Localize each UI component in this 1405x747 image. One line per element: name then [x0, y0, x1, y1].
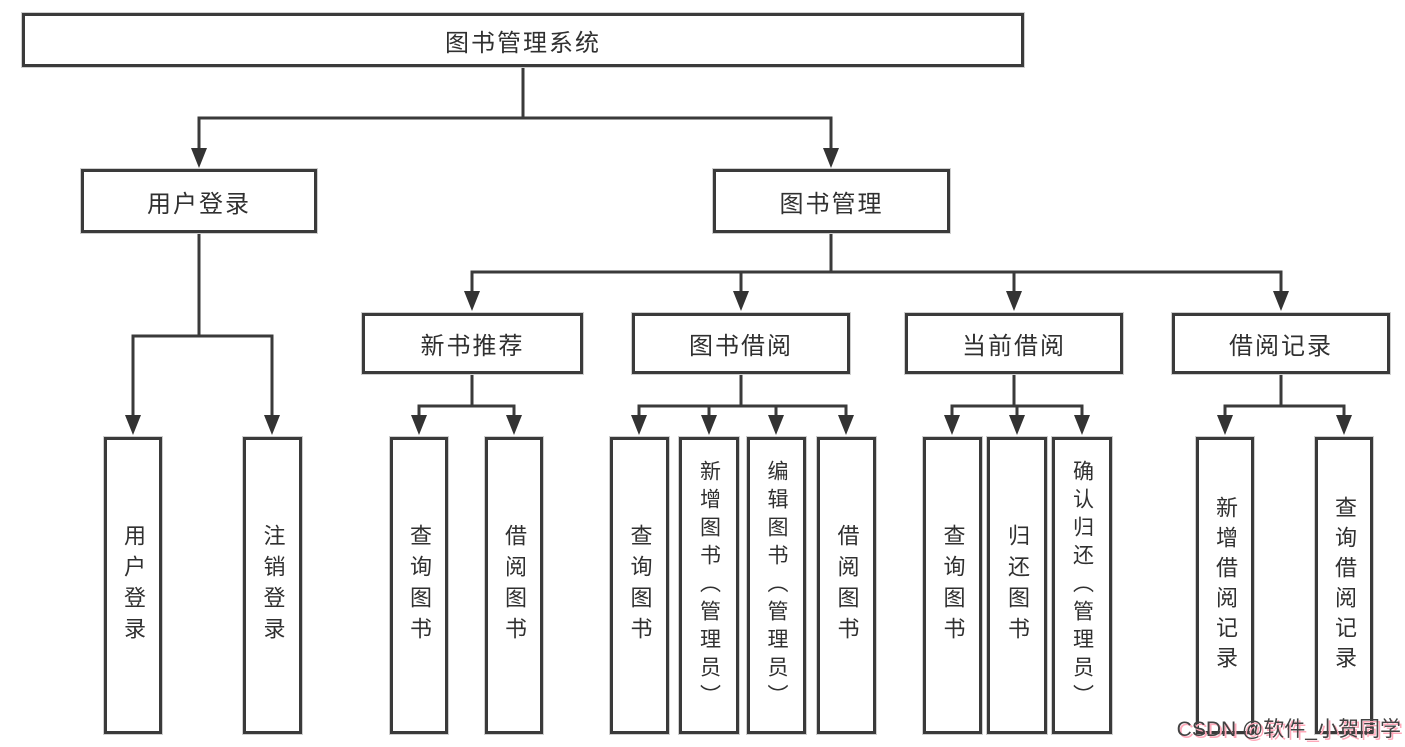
leaf-confirm-return-admin: 确认归还（管理员） — [1052, 437, 1112, 734]
leaf-edit-books-admin: 编辑图书（管理员） — [747, 437, 806, 734]
leaf-query-books-borrow: 查询图书 — [610, 437, 669, 734]
leaf-add-books-admin: 新增图书（管理员） — [679, 437, 739, 734]
node-root-library-system: 图书管理系统 — [22, 13, 1024, 67]
leaf-return-books: 归还图书 — [987, 437, 1047, 734]
node-book-borrowing: 图书借阅 — [632, 313, 850, 374]
leaf-query-books-recommend: 查询图书 — [390, 437, 448, 734]
leaf-user-login: 用户登录 — [104, 437, 162, 734]
leaf-query-borrow-record: 查询借阅记录 — [1315, 437, 1373, 734]
csdn-watermark: CSDN @软件_小贺同学 — [1176, 718, 1401, 741]
node-user-login: 用户登录 — [81, 169, 317, 233]
node-book-management: 图书管理 — [713, 169, 950, 233]
leaf-query-books-current: 查询图书 — [923, 437, 982, 734]
node-current-borrowing: 当前借阅 — [905, 313, 1123, 374]
leaf-borrow-books: 借阅图书 — [817, 437, 876, 734]
leaf-borrow-books-recommend: 借阅图书 — [485, 437, 543, 734]
node-new-book-recommendation: 新书推荐 — [362, 313, 583, 374]
leaf-add-borrow-record: 新增借阅记录 — [1196, 437, 1254, 734]
leaf-logout: 注销登录 — [243, 437, 302, 734]
node-borrowing-records: 借阅记录 — [1172, 313, 1390, 374]
